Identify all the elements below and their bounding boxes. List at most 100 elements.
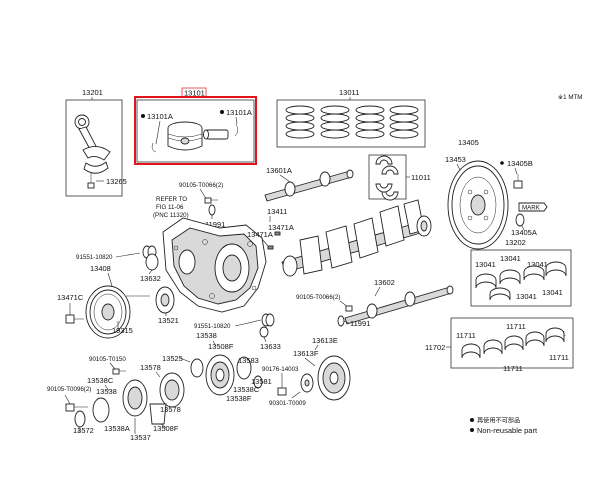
washer-13613 (300, 373, 314, 393)
crankshaft-timing-gear-13632 (145, 253, 159, 271)
pulley-bolt (65, 314, 84, 324)
label-90105-T0066-top[interactable]: 90105-T0066(2) (179, 182, 223, 189)
label-11711-e[interactable]: 11711 (503, 364, 523, 373)
piston-ring-set (285, 105, 419, 139)
label-13041-c[interactable]: 13041 (527, 260, 548, 269)
non-reusable-marker (500, 161, 504, 165)
label-13632[interactable]: 13632 (140, 274, 161, 283)
label-13405[interactable]: 13405 (458, 138, 479, 147)
non-reusable-marker (141, 114, 145, 118)
timing-cover-housing (162, 217, 267, 313)
label-13633[interactable]: 13633 (260, 342, 281, 351)
label-13101A-right[interactable]: 13101A (226, 108, 252, 117)
label-11711-a[interactable]: 11711 (456, 331, 476, 340)
bearings-11711 (461, 327, 565, 359)
label-13265[interactable]: 13265 (106, 177, 127, 186)
label-13471A-a[interactable]: 13471A (268, 223, 294, 232)
flywheel-bolt (513, 174, 523, 189)
legend-non-reusable-marker-2 (470, 428, 474, 432)
piston-rings-frame (276, 99, 426, 148)
crank-gear-13521 (155, 286, 175, 314)
label-13041-e[interactable]: 13041 (542, 288, 563, 297)
label-91551-10820-left[interactable]: 91551-10820 (76, 254, 113, 261)
label-13538-b[interactable]: 13538 (96, 387, 117, 396)
label-90105-T0096[interactable]: 90105-T0096(2) (47, 386, 91, 393)
label-13538F[interactable]: 13538F (226, 394, 252, 403)
label-90105-T0150[interactable]: 90105-T0150 (89, 356, 126, 363)
bearings-13041 (475, 261, 567, 301)
label-90105-T0066-mid[interactable]: 90105-T0066(2) (296, 294, 340, 301)
nut-90176 (277, 387, 287, 396)
label-13471A-b[interactable]: 13471A (247, 230, 273, 239)
label-11991-top[interactable]: 11991 (205, 220, 225, 229)
seal-11991 (337, 315, 345, 327)
label-mark: MARK (522, 205, 541, 212)
label-13613F[interactable]: 13613F (293, 349, 319, 358)
crank-key (267, 231, 281, 250)
mark-tag: MARK (518, 202, 548, 212)
timing-cover-seal-11991 (208, 204, 216, 216)
label-13602[interactable]: 13602 (374, 278, 395, 287)
label-13521[interactable]: 13521 (158, 316, 179, 325)
label-13538C-b[interactable]: 13538C (233, 385, 260, 394)
label-13538C-a[interactable]: 13538C (87, 376, 114, 385)
label-13101[interactable]: 13101 (184, 89, 205, 98)
label-13202[interactable]: 13202 (505, 238, 526, 247)
label-13041-b[interactable]: 13041 (500, 254, 521, 263)
balance-gear-13613 (317, 355, 351, 401)
label-13613E[interactable]: 13613E (312, 336, 338, 345)
bolt-90105-top (204, 197, 218, 204)
idler-pulley-large (205, 354, 235, 396)
label-11711-b[interactable]: 11711 (506, 322, 526, 331)
flywheel-spacer (515, 213, 525, 227)
bolt-90105-T0096 (65, 403, 88, 412)
label-13508F-b[interactable]: 13508F (153, 424, 179, 433)
label-13578-b[interactable]: 13578 (160, 405, 181, 414)
label-13525[interactable]: 13525 (162, 354, 183, 363)
label-13011[interactable]: 13011 (339, 88, 359, 97)
label-13201[interactable]: 13201 (82, 88, 103, 97)
label-11711-d[interactable]: 11711 (549, 353, 569, 362)
piston (167, 121, 203, 151)
label-13572[interactable]: 13572 (73, 426, 94, 435)
snap-ring-left (151, 142, 157, 153)
label-13408[interactable]: 13408 (90, 264, 111, 273)
label-11011[interactable]: 11011 (411, 173, 431, 182)
label-13041-a[interactable]: 13041 (475, 260, 496, 269)
legend-non-reusable-marker (470, 418, 474, 422)
label-11991-right[interactable]: 11991 (350, 319, 370, 328)
snap-ring-right (234, 123, 238, 137)
flywheel (447, 160, 509, 250)
label-13405B[interactable]: 13405B (507, 159, 533, 168)
label-13101A-left[interactable]: 13101A (147, 112, 173, 121)
label-13471C[interactable]: 13471C (57, 293, 84, 302)
label-91551-10820-mid[interactable]: 91551-10820 (194, 323, 231, 330)
label-13581[interactable]: 13581 (251, 377, 272, 386)
label-19315[interactable]: 19315 (112, 326, 133, 335)
label-13578-a[interactable]: 13578 (140, 363, 161, 372)
label-13538-a[interactable]: 13538 (196, 331, 217, 340)
label-13453[interactable]: 13453 (445, 155, 466, 164)
refer-note-line1: REFER TO (156, 196, 187, 203)
label-13601A[interactable]: 13601A (266, 166, 292, 175)
bearing-halves-11011 (375, 155, 399, 201)
label-90176-14003[interactable]: 90176-14003 (262, 366, 299, 373)
label-13411[interactable]: 13411 (267, 207, 287, 216)
label-90301-T0009[interactable]: 90301-T0009 (269, 400, 306, 407)
label-mtm-note: ※1 MTM (558, 94, 582, 101)
label-13538A[interactable]: 13538A (104, 424, 130, 433)
guide-plate-13508F (149, 403, 167, 425)
bearings-13041-frame (470, 249, 572, 307)
piston-part-number-highlight (181, 87, 207, 98)
label-13583[interactable]: 13583 (238, 356, 259, 365)
label-13537[interactable]: 13537 (130, 433, 151, 442)
legend-line-jp: 再使用不可部品 (477, 417, 520, 425)
label-13405A[interactable]: 13405A (511, 228, 537, 237)
gear-13583 (236, 356, 252, 380)
label-13041-d[interactable]: 13041 (516, 292, 537, 301)
label-13508F-a[interactable]: 13508F (208, 342, 234, 351)
non-reusable-marker (220, 110, 224, 114)
label-11702[interactable]: 11702 (425, 343, 445, 352)
